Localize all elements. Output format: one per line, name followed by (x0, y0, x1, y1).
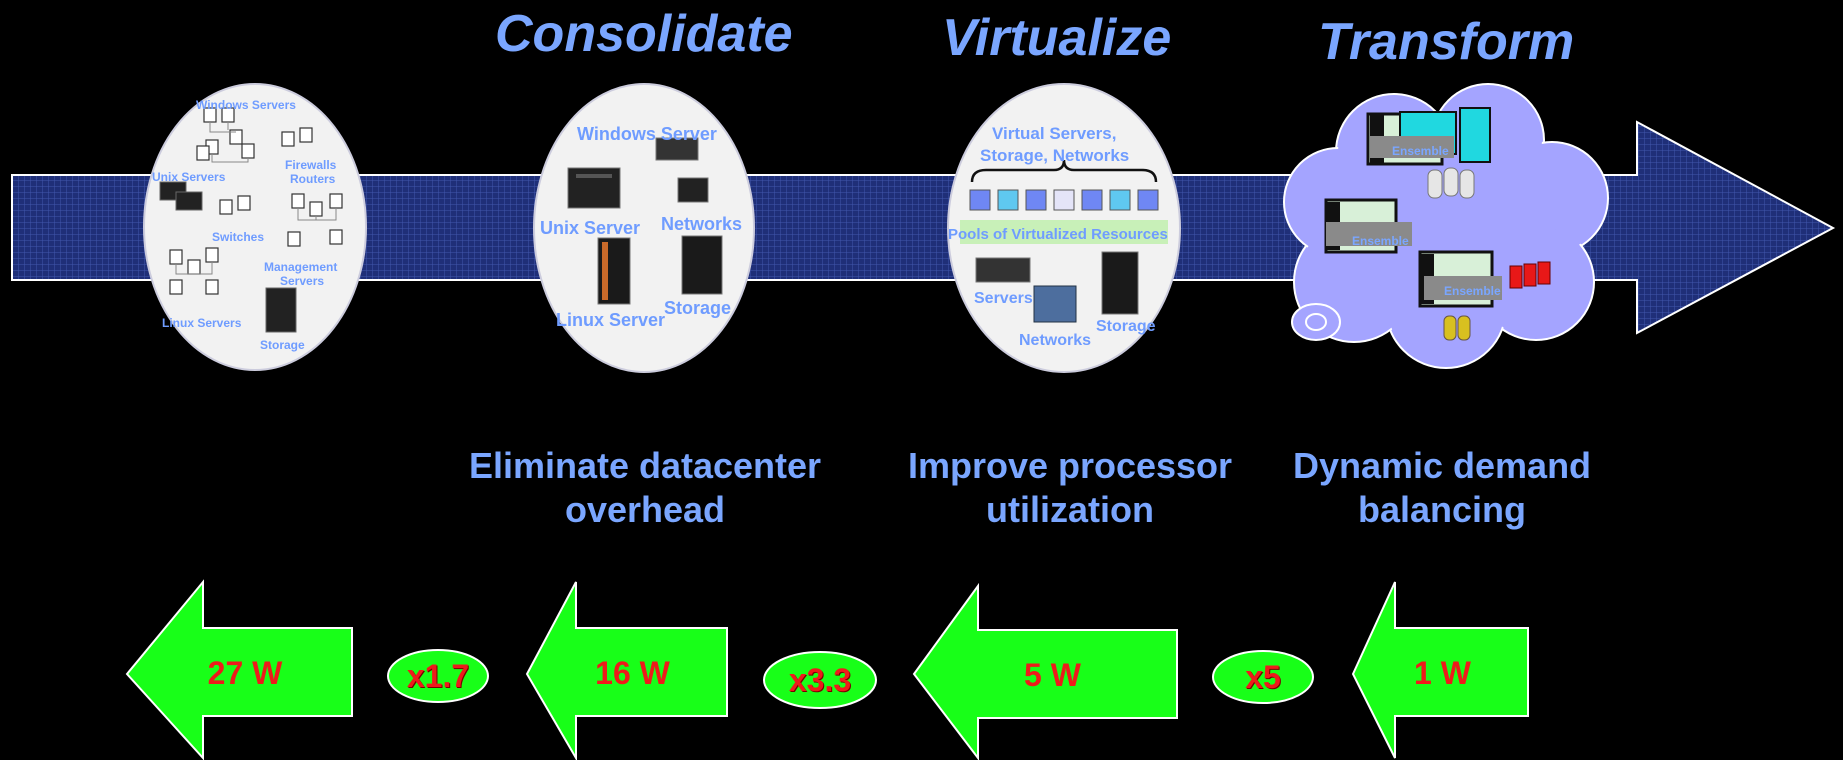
label-virtual-servers: Virtual Servers, (992, 124, 1117, 143)
benefit-consolidate: Eliminate datacenter overhead (468, 445, 822, 530)
label-routers: Routers (290, 172, 336, 186)
label-pools: Pools of Virtualized Resources (948, 226, 1168, 243)
label-storage-virtual: Storage (1096, 318, 1156, 335)
benefit-virtualize: Improve processor utilization (907, 445, 1233, 530)
multiplier-x5: x5 (1245, 659, 1281, 695)
virtualized-ellipse: Virtual Servers, Storage, Networks Pools… (946, 82, 1182, 374)
multiplier-x3-3: x3.3 (788, 662, 852, 698)
power-arrow-16w (525, 581, 728, 760)
label-management: Management (264, 260, 338, 274)
multiplier-badge-1 (387, 649, 489, 703)
consolidated-ellipse: Windows Server Unix Server Networks Linu… (532, 82, 756, 374)
label-windows-server: Windows Server (577, 124, 717, 144)
multiplier-badge-2 (763, 651, 877, 709)
stage-title-virtualize: Virtualize (942, 9, 1172, 67)
benefit-transform: Dynamic demand balancing (1292, 445, 1592, 530)
label-switches: Switches (212, 230, 265, 244)
power-arrow-27w (125, 579, 353, 760)
label-unix-server: Unix Server (540, 218, 641, 238)
power-arrow-5w (912, 582, 1178, 760)
label-linux-servers: Linux Servers (162, 316, 242, 330)
consolidated-equipment-illustration (533, 83, 755, 373)
label-ensemble-1: Ensemble (1392, 144, 1449, 158)
label-networks: Networks (661, 214, 743, 234)
legacy-datacenter-ellipse: Windows Servers Unix Servers Firewalls R… (142, 82, 368, 372)
label-windows-servers: Windows Servers (196, 98, 296, 112)
label-ensemble-2: Ensemble (1352, 234, 1409, 248)
legacy-equipment-illustration (143, 83, 367, 371)
watt-5: 5 W (1024, 657, 1081, 693)
cloud-ensemble: Ensemble Ensemble Ensemble (1274, 82, 1614, 372)
label-storage-consolidated: Storage (664, 298, 732, 318)
power-arrows (125, 579, 1529, 760)
label-networks-virtual: Networks (1019, 332, 1092, 349)
label-storage-networks: Storage, Networks (980, 146, 1130, 165)
stage-title-transform: Transform (1318, 13, 1575, 71)
label-linux-server: Linux Server (556, 310, 666, 330)
stage-title-consolidate: Consolidate (495, 5, 793, 63)
label-ensemble-3: Ensemble (1444, 284, 1501, 298)
virtualized-resources-illustration (947, 83, 1181, 373)
label-storage: Storage (260, 338, 305, 352)
cloud-illustration (1283, 83, 1609, 369)
label-firewalls: Firewalls (285, 158, 337, 172)
label-management-servers: Servers (280, 274, 325, 288)
label-unix-servers: Unix Servers (152, 170, 226, 184)
multiplier-badge-3 (1212, 650, 1314, 704)
multiplier-x1-7: x1.7 (406, 658, 470, 694)
power-arrow-1w (1351, 581, 1529, 759)
watt-1: 1 W (1414, 655, 1471, 691)
watt-27: 27 W (207, 655, 283, 691)
watt-16: 16 W (595, 655, 670, 691)
label-servers-virtual: Servers (974, 290, 1033, 307)
